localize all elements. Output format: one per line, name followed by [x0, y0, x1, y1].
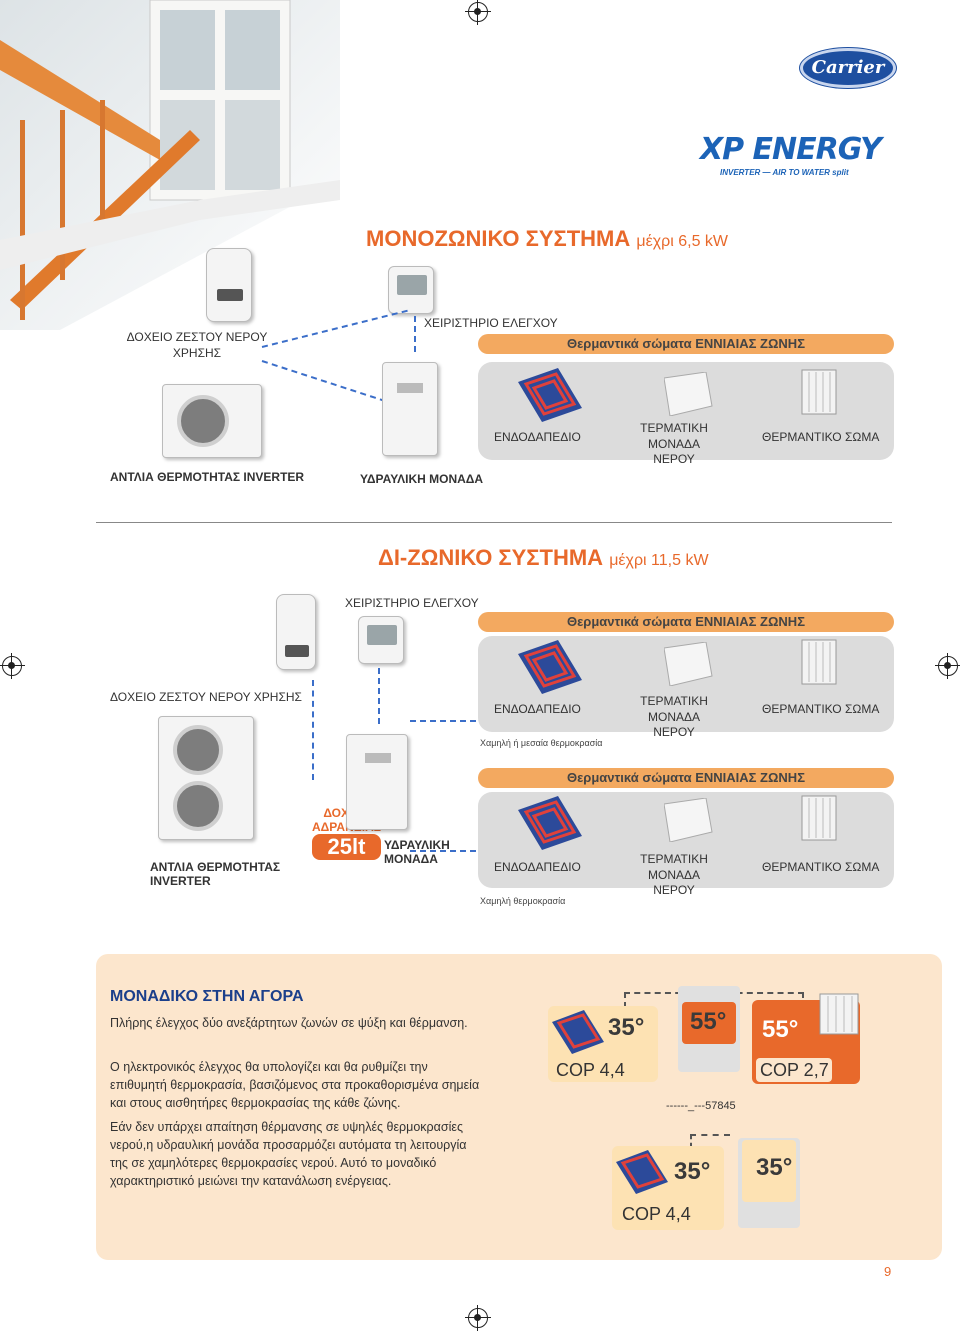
cop-2-7: COP 2,7	[760, 1060, 829, 1080]
registration-mark-bottom	[465, 1305, 491, 1331]
registration-mark-top	[465, 0, 491, 25]
diagram-dashed-line	[690, 1134, 692, 1148]
underfloor-heating-icon	[616, 1150, 668, 1199]
zone-box-orange-55	[682, 1002, 736, 1044]
unique-paragraph-2: Ο ηλεκτρονικός έλεγχος θα υπολογίζει και…	[110, 1060, 480, 1110]
terminal-unit-icon	[663, 797, 714, 847]
hero-staircase-photo	[0, 0, 340, 330]
dual-radiator-label-1: ΘΕΡΜΑΝΤΙΚΟ ΣΩΜΑ	[762, 702, 880, 716]
registration-mark-right	[935, 653, 960, 679]
unique-title: ΜΟΝΑΔΙΚΟ ΣΤΗΝ ΑΓΟΡΑ	[110, 988, 304, 1005]
unique-paragraph-3: Εάν δεν υπάρχει απαίτηση θέρμανσης σε υψ…	[110, 1120, 467, 1188]
mono-hydraulic-label: ΥΔΡΑΥΛΙΚΗ ΜΟΝΑΔΑ	[360, 472, 484, 486]
dual-floor-label-2: ΕΝΔΟΔΑΠΕΔΙΟ	[494, 860, 581, 874]
heat-pump-image	[162, 384, 262, 458]
controller-image	[358, 616, 404, 664]
unique-paragraph-1: Πλήρης έλεγχος δύο ανεξάρτητων ζωνών σε …	[110, 1016, 468, 1030]
dual-controller-label: ΧΕΙΡΙΣΤΗΡΙΟ ΕΛΕΓΧΟΥ	[345, 596, 479, 610]
cop-bg	[756, 1058, 832, 1082]
radiator-icon	[800, 794, 840, 849]
diagram-dashed-line	[624, 992, 626, 1008]
dual-radiator-label-2: ΘΕΡΜΑΝΤΙΚΟ ΣΩΜΑ	[762, 860, 880, 874]
hydraulic-unit-image	[346, 734, 408, 830]
section-divider	[96, 522, 892, 523]
temp-35-b: 35°	[674, 1158, 711, 1185]
radiator-icon	[818, 992, 862, 1043]
radiator-icon	[800, 368, 840, 423]
temp-35-a: 35°	[608, 1014, 645, 1041]
mono-zone-pill: Θερμαντικά σώματα ΕΝΝΙΑΙΑΣ ΖΩΝΗΣ	[478, 334, 894, 354]
mono-system-title: ΜΟΝΟΖΩΝΙΚΟ ΣΥΣΤΗΜΑ μέχρι 6,5 kW	[366, 226, 729, 251]
mono-radiator-label: ΘΕΡΜΑΝΤΙΚΟ ΣΩΜΑ	[762, 430, 880, 444]
temp-35-c: 35°	[756, 1154, 793, 1181]
temp-55-a: 55°	[690, 1008, 727, 1035]
mono-controller-label: ΧΕΙΡΙΣΤΗΡΙΟ ΕΛΕΓΧΟΥ	[424, 316, 558, 330]
dual-note-2: Χαμηλή θερμοκρασία	[480, 896, 566, 906]
underfloor-heating-icon	[518, 796, 582, 855]
connector-line	[410, 720, 476, 722]
connector-line	[261, 360, 386, 403]
diagram-dashed-line	[690, 1134, 730, 1136]
dual-tank-label: ΔΟΧΕΙΟ ΖΕΣΤΟΥ ΝΕΡΟΥ ΧΡΗΣΗΣ	[110, 690, 302, 704]
xp-energy-subtitle: INVERTER — AIR TO WATER split	[720, 168, 849, 177]
connector-line	[414, 316, 416, 352]
temp-55-b: 55°	[762, 1016, 799, 1043]
underfloor-heating-icon	[518, 640, 582, 699]
connector-line	[378, 668, 380, 724]
hot-water-tank-image	[276, 594, 316, 670]
dual-system-title: ΔΙ-ΖΩΝΙΚΟ ΣΥΣΤΗΜΑ μέχρι 11,5 kW	[378, 545, 709, 570]
underfloor-heating-icon	[552, 1010, 604, 1059]
controller-image	[388, 266, 434, 314]
underfloor-heating-icon	[518, 368, 582, 427]
radiator-icon	[800, 638, 840, 693]
zone-box-light-35	[742, 1140, 796, 1202]
diagram-code: ------_---57845	[666, 1100, 736, 1112]
carrier-logo: Carrier	[800, 48, 896, 88]
xp-energy-logo: XP ENERGY INVERTER — AIR TO WATER split	[700, 132, 890, 188]
cop-4-4-a: COP 4,4	[556, 1060, 625, 1080]
dual-floor-label-1: ΕΝΔΟΔΑΠΕΔΙΟ	[494, 702, 581, 716]
registration-mark-left	[0, 653, 25, 679]
page-number: 9	[884, 1264, 892, 1279]
terminal-unit-icon	[663, 641, 714, 691]
hydraulic-unit-image	[382, 362, 438, 456]
mono-heat-pump-label: ΑΝΤΛΙΑ ΘΕΡΜΟΤΗΤΑΣ INVERTER	[110, 470, 305, 484]
connector-line	[312, 680, 314, 780]
heat-pump-image	[158, 716, 254, 840]
dual-zone-pill-1: Θερμαντικά σώματα ΕΝΝΙΑΙΑΣ ΖΩΝΗΣ	[478, 612, 894, 632]
xp-energy-wordmark: XP ENERGY	[700, 132, 882, 167]
mono-floor-label: ΕΝΔΟΔΑΠΕΔΙΟ	[494, 430, 581, 444]
terminal-unit-icon	[663, 371, 714, 421]
hot-water-tank-image	[206, 248, 252, 322]
dual-zone-pill-2: Θερμαντικά σώματα ΕΝΝΙΑΙΑΣ ΖΩΝΗΣ	[478, 768, 894, 788]
cop-4-4-b: COP 4,4	[622, 1204, 691, 1224]
connector-line	[410, 850, 476, 852]
dual-note-1: Χαμηλή ή μεσαία θερμοκρασία	[480, 738, 603, 748]
